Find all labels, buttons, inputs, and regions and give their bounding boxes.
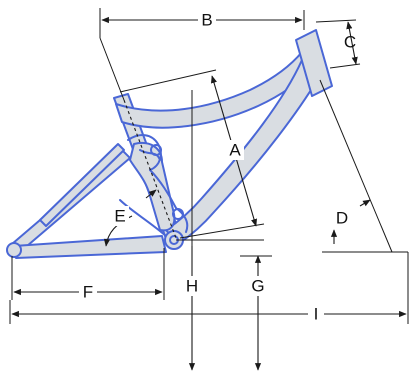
rear-dropout xyxy=(6,242,22,258)
seat-tube-axis-dashed xyxy=(123,99,177,239)
c-extension-top xyxy=(315,19,357,23)
shock-mount xyxy=(150,144,162,156)
linkage-pivot xyxy=(172,208,184,220)
label-i: I xyxy=(314,305,319,324)
label-b: B xyxy=(201,11,212,30)
fork-axis-ref xyxy=(319,79,393,253)
label-a: A xyxy=(229,141,241,160)
label-e: E xyxy=(114,207,125,226)
seat-stay-upper xyxy=(39,143,125,227)
bike-frame xyxy=(6,29,333,259)
label-c: C xyxy=(344,33,356,52)
e-angle-pointer xyxy=(145,189,157,199)
dimension-lines xyxy=(9,8,409,371)
d-angle-upper xyxy=(359,199,371,207)
dimension-labels: B C A D E F H G I xyxy=(79,10,356,324)
a-extension-top xyxy=(119,69,217,93)
label-h: H xyxy=(186,277,198,296)
seat-tube-axis-ref xyxy=(99,37,125,101)
rear-shock xyxy=(129,142,176,232)
label-d: D xyxy=(336,209,348,228)
chain-stay xyxy=(13,235,167,259)
dimension-c xyxy=(346,21,358,65)
label-g: G xyxy=(251,277,264,296)
label-f: F xyxy=(83,283,93,302)
c-extension-bottom xyxy=(329,63,361,69)
linkage-detail xyxy=(119,134,189,237)
head-tube xyxy=(295,29,333,97)
